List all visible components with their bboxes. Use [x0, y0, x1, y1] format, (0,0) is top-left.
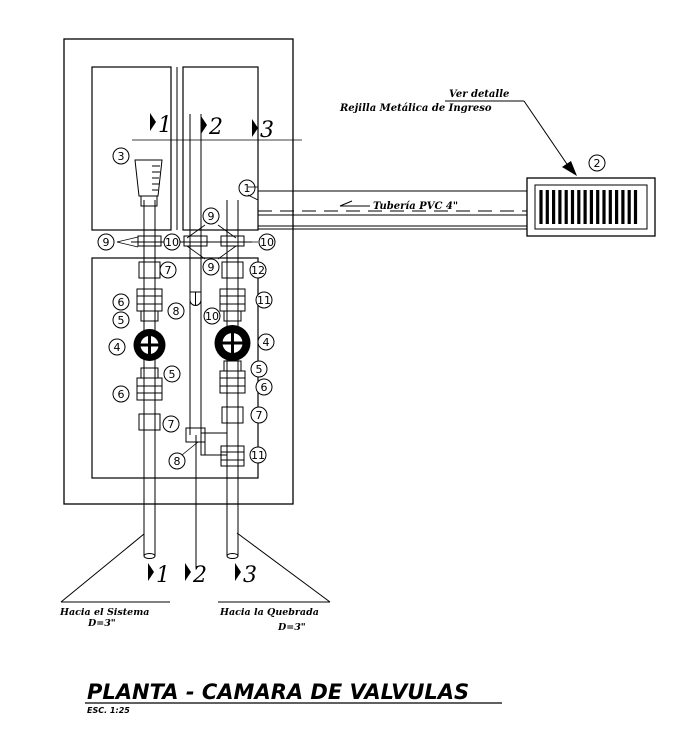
callout-6-label: 6	[261, 381, 268, 394]
callout-10-bubble	[203, 307, 221, 325]
section-marker-bottom-3: 3	[235, 563, 257, 588]
section-marker-top-2: 2	[201, 115, 223, 140]
callout-9-bubble	[97, 233, 115, 251]
callout-1-inlet-label: 1	[244, 182, 251, 195]
svg-text:1: 1	[156, 563, 170, 588]
callout-6-bubble	[112, 293, 130, 311]
callout-7-label: 7	[168, 418, 175, 431]
outlet-right-line2: D=3"	[277, 622, 306, 633]
callout-8-bubble	[167, 302, 185, 320]
left-pipe	[143, 200, 156, 559]
callout-4-bubble	[108, 338, 126, 356]
upper-left-compartment	[91, 66, 172, 231]
inlet-pvc-pipe	[258, 190, 527, 230]
callout-2-grate-label: 2	[594, 157, 601, 170]
detail-ref-line1: Ver detalle	[449, 89, 509, 100]
left-gate-valve	[133, 329, 166, 361]
callout-6-bubble	[255, 378, 273, 396]
svg-text:1: 1	[158, 113, 172, 138]
svg-text:3: 3	[243, 563, 257, 588]
svg-text:2: 2	[192, 563, 207, 588]
callout-6-bubble	[112, 385, 130, 403]
callout-9-label: 9	[103, 236, 110, 249]
section-marker-bottom-1: 1	[148, 563, 170, 588]
callout-10-label: 10	[260, 236, 274, 249]
callout-leaders	[116, 186, 259, 456]
callout-11-bubble	[249, 446, 267, 464]
callout-7-bubble	[162, 415, 180, 433]
middle-pipe	[189, 114, 202, 568]
callout-3-cone-label: 3	[118, 150, 125, 163]
callout-5-label: 5	[118, 314, 125, 327]
callout-4-label: 4	[114, 341, 121, 354]
section-marker-top-1: 1	[150, 113, 172, 138]
middle-fittings	[176, 235, 228, 456]
callout-10-bubble	[258, 233, 276, 251]
svg-text:2: 2	[208, 115, 223, 140]
callout-6-label: 6	[118, 296, 125, 309]
callout-12-bubble	[249, 261, 267, 279]
callout-5-label: 5	[256, 363, 263, 376]
outlet-left-line1: Hacia el Sistema	[59, 607, 149, 618]
outlet-leaders	[60, 532, 331, 603]
outlet-right-line1: Hacia la Quebrada	[219, 607, 319, 618]
callout-4-bubble	[257, 333, 275, 351]
callout-bubbles: 2 1 3 9 9 9 10 10 10 7 7 7 12 6 6 6 11 11 5 5 5 8 8 4 4	[97, 147, 606, 470]
callout-7-label: 7	[256, 409, 263, 422]
callout-8-label: 8	[173, 305, 180, 318]
outlet-left-line2: D=3"	[87, 618, 116, 629]
callout-5-label: 5	[169, 368, 176, 381]
callout-5-bubble	[112, 311, 130, 329]
left-wall-flange	[131, 235, 168, 247]
callout-7-label: 7	[165, 264, 172, 277]
callout-9-label: 9	[208, 261, 215, 274]
callout-7-bubble	[250, 406, 268, 424]
callout-9-bubble	[202, 207, 220, 225]
callout-7-bubble	[159, 261, 177, 279]
callout-11-label: 11	[257, 294, 271, 307]
upper-right-compartment	[182, 66, 259, 231]
callout-12-label: 12	[251, 264, 265, 277]
callout-10-bubble	[163, 233, 181, 251]
callout-5-bubble	[163, 365, 181, 383]
callout-5-bubble	[250, 360, 268, 378]
callout-8-bubble	[168, 452, 186, 470]
pipe-label: Tubería PVC 4"	[373, 201, 458, 212]
callout-10-label: 10	[165, 236, 179, 249]
cone-strainer	[134, 159, 163, 207]
callout-9-bubble	[202, 258, 220, 276]
section-marker-top-3: 3	[252, 118, 274, 143]
metal-grate	[526, 177, 656, 237]
callout-3-cone-bubble	[112, 147, 130, 165]
drawing-title: PLANTA - CAMARA DE VALVULAS	[87, 680, 469, 704]
callout-4-label: 4	[263, 336, 270, 349]
callout-8-label: 8	[174, 455, 181, 468]
chamber-outer-wall	[63, 38, 294, 505]
detail-leader	[445, 100, 572, 171]
flow-arrow	[339, 200, 370, 207]
callout-9-label: 9	[208, 210, 215, 223]
callout-6-label: 6	[118, 388, 125, 401]
callout-11-label: 11	[251, 449, 265, 462]
right-gate-valve	[214, 325, 251, 361]
callout-2-grate-bubble	[588, 154, 606, 172]
callout-11-bubble	[255, 291, 273, 309]
svg-text:3: 3	[260, 118, 274, 143]
right-pipe	[226, 200, 239, 559]
detail-ref-line2: Rejilla Metálica de Ingreso	[339, 103, 492, 114]
callout-1-inlet-bubble	[238, 179, 256, 197]
callout-10-label: 10	[205, 310, 219, 323]
drawing-scale: ESC. 1:25	[87, 706, 130, 715]
detail-leader-arrowhead	[562, 161, 577, 176]
section-marker-bottom-2: 2	[185, 563, 207, 588]
